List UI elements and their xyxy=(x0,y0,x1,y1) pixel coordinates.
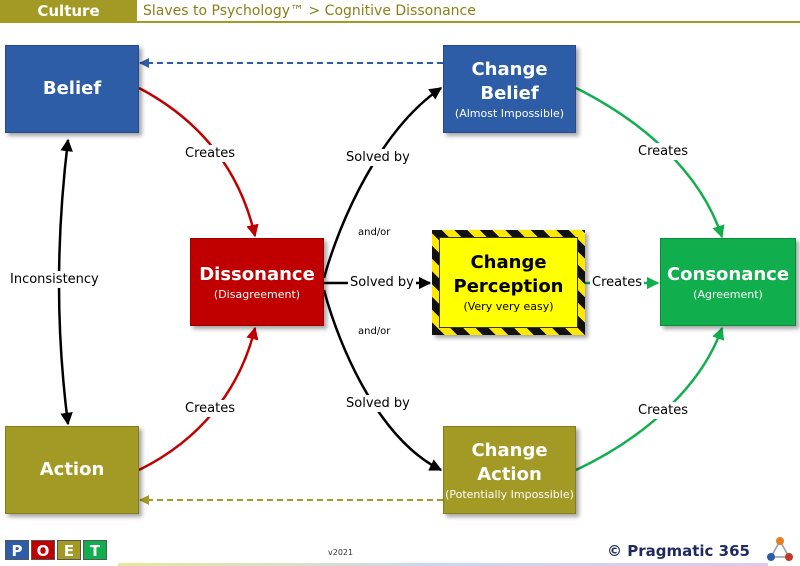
change-perception-title-1: Change xyxy=(470,252,547,273)
poet-letter-o: O xyxy=(31,540,55,560)
change-belief-subtitle: (Almost Impossible) xyxy=(454,106,565,120)
change-belief-box: Change Belief (Almost Impossible) xyxy=(443,45,576,133)
change-action-title-1: Change xyxy=(471,439,548,461)
creates-bottom-right-label: Creates xyxy=(636,402,690,419)
change-belief-title-1: Change xyxy=(471,58,548,80)
change-perception-box: Change Perception (Very very easy) xyxy=(432,230,585,335)
dissonance-to-change-action-arrow xyxy=(322,289,443,472)
poet-letter-e: E xyxy=(57,540,81,560)
copyright-label: © Pragmatic 365 xyxy=(607,542,750,560)
breadcrumb: Slaves to Psychology™ > Cognitive Disson… xyxy=(143,2,476,19)
change-belief-to-consonance-arrow xyxy=(575,86,725,239)
action-title: Action xyxy=(39,459,105,480)
dissonance-subtitle: (Disagreement) xyxy=(213,287,301,301)
pragmatic-logo-icon xyxy=(767,537,793,561)
solved-by-mid-label: Solved by xyxy=(348,274,416,291)
action-box: Action xyxy=(5,426,139,514)
change-perception-title-2: Perception xyxy=(453,276,564,297)
inconsistency-label: Inconsistency xyxy=(8,271,101,288)
action-to-dissonance-arrow xyxy=(138,326,259,472)
consonance-box: Consonance (Agreement) xyxy=(660,238,796,326)
footer-divider xyxy=(118,563,768,566)
action-creates-label: Creates xyxy=(183,400,237,417)
change-perception-subtitle: (Very very easy) xyxy=(463,300,554,313)
change-action-box: Change Action (Potentially Impossible) xyxy=(443,426,576,514)
belief-to-dissonance-arrow xyxy=(138,86,259,238)
change-belief-title-2: Belief xyxy=(480,82,539,104)
belief-title: Belief xyxy=(42,78,102,99)
section-title: Culture xyxy=(0,0,137,21)
creates-mid-right-label: Creates xyxy=(590,274,644,291)
solved-by-top-label: Solved by xyxy=(344,149,412,166)
change-action-to-consonance-arrow xyxy=(575,326,725,472)
creates-top-right-label: Creates xyxy=(636,143,690,160)
belief-creates-label: Creates xyxy=(183,145,237,162)
and-or-top-label: and/or xyxy=(356,224,393,241)
version-label: v2021 xyxy=(328,548,354,557)
change-action-subtitle: (Potentially Impossible) xyxy=(445,487,574,501)
poet-letter-t: T xyxy=(83,540,107,560)
dissonance-to-change-belief-arrow xyxy=(322,86,443,279)
consonance-title: Consonance xyxy=(666,263,790,285)
solved-by-bottom-label: Solved by xyxy=(344,395,412,412)
poet-letter-p: P xyxy=(5,540,29,560)
dissonance-box: Dissonance (Disagreement) xyxy=(190,238,324,326)
dissonance-title: Dissonance xyxy=(199,263,315,285)
header-divider xyxy=(0,21,800,23)
change-action-title-2: Action xyxy=(477,463,542,485)
consonance-subtitle: (Agreement) xyxy=(693,287,763,301)
poet-logo: P O E T xyxy=(5,540,107,560)
and-or-bottom-label: and/or xyxy=(356,323,393,340)
belief-box: Belief xyxy=(5,45,139,133)
